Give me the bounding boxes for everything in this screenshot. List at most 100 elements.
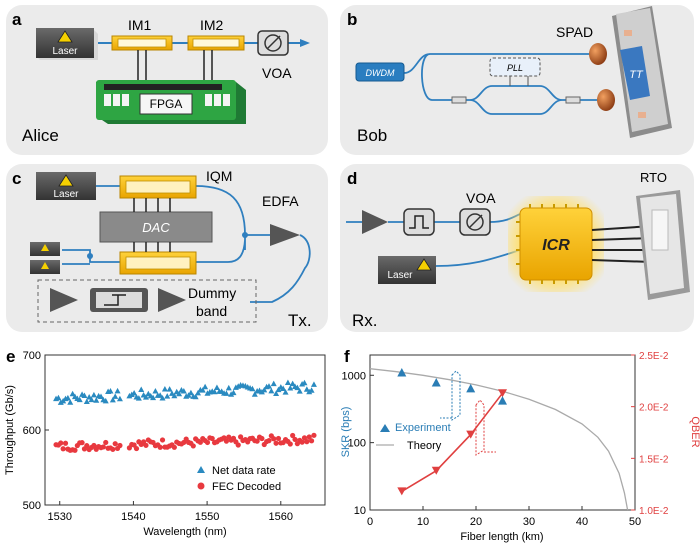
fec-point — [58, 440, 64, 446]
x-tick-label: 10 — [417, 516, 429, 528]
fec-point — [204, 439, 211, 446]
y2-tick-label: 1.5E-2 — [639, 454, 669, 465]
theory-curve — [369, 368, 629, 511]
panel-c-letter: c — [12, 169, 21, 188]
fec-point — [197, 439, 203, 445]
fec-point — [171, 444, 177, 450]
net-rate-point — [69, 390, 76, 397]
chart-f-y2label: QBER — [689, 416, 700, 447]
fec-point — [306, 434, 312, 440]
net-rate-point — [284, 379, 291, 386]
fec-point — [223, 438, 230, 444]
chart-f-xlabel: Fiber length (km) — [460, 531, 543, 543]
net-rate-point — [202, 383, 209, 390]
panel-e-letter: e — [6, 347, 15, 366]
experiment-point — [397, 367, 407, 377]
dac-label: DAC — [142, 220, 170, 235]
fec-point — [209, 435, 215, 442]
amplifier-icon — [50, 288, 78, 312]
dwdm-box — [355, 62, 405, 82]
qber-line — [401, 392, 504, 493]
panel-d-letter: d — [347, 169, 357, 188]
qber-point — [466, 430, 476, 439]
net-rate-point — [159, 394, 166, 401]
net-rate-point — [296, 388, 303, 394]
amplifier-icon — [362, 210, 388, 234]
y-tick-label: 100 — [348, 438, 366, 450]
warning-icon — [41, 244, 49, 251]
qber-point — [431, 466, 441, 475]
net-rate-point — [171, 392, 178, 399]
laser-module: Laser — [36, 172, 96, 200]
voa-dial-icon — [466, 213, 484, 231]
net-rate-point — [90, 391, 97, 398]
net-rate-point — [268, 387, 275, 394]
net-rate-point — [161, 385, 168, 392]
net-rate-point — [93, 397, 100, 403]
net-rate-point — [223, 390, 230, 396]
fec-point — [79, 440, 85, 446]
fec-point — [60, 446, 66, 452]
fpga-label: FPGA — [150, 97, 183, 111]
laser-module: Laser — [378, 256, 436, 284]
panel-b-letter: b — [347, 10, 357, 29]
net-rate-point — [67, 399, 74, 405]
pll-label: PLL — [507, 63, 523, 73]
fec-point — [91, 442, 97, 449]
fec-point — [72, 447, 78, 453]
fec-point — [311, 432, 317, 438]
net-rate-point — [228, 391, 235, 397]
y-tick-label: 1000 — [342, 370, 366, 382]
x-tick-label: 1550 — [195, 511, 219, 523]
net-rate-point — [287, 385, 294, 391]
net-rate-point — [152, 388, 159, 394]
net-rate-point — [187, 389, 194, 396]
panel-c-background — [6, 164, 328, 332]
x-tick-label: 1540 — [121, 511, 145, 523]
panel-c-title: Tx. — [288, 311, 312, 330]
modulator-im1: IM1 — [111, 17, 173, 51]
legend-net-label: Net data rate — [212, 465, 276, 477]
band-label: band — [196, 303, 227, 319]
pulse-shaper-box — [403, 208, 435, 236]
coupler — [451, 96, 467, 104]
fpga-board: FPGA — [96, 80, 246, 124]
axis-indicator-left — [440, 370, 461, 421]
experiment-point — [431, 378, 441, 387]
x-tick-label: 1530 — [47, 511, 71, 523]
fec-point — [301, 435, 308, 441]
fiber-path — [346, 213, 521, 267]
net-rate-point — [225, 384, 232, 391]
spad-label: SPAD — [556, 24, 593, 40]
net-rate-point — [138, 386, 145, 392]
net-rate-point — [88, 396, 95, 403]
chart-f-legend: Experiment Theory — [376, 422, 451, 452]
chart-f-ylabel: SKR (bps) — [340, 407, 352, 458]
modulator-im2: IM2 — [187, 17, 245, 51]
dummy-label: Dummy — [188, 285, 236, 301]
net-rate-point — [294, 384, 301, 391]
net-rate-point — [135, 395, 142, 401]
im1-label: IM1 — [128, 17, 152, 33]
icr-receiver: ICR — [508, 196, 604, 292]
fiber-junction — [242, 232, 248, 238]
net-rate-point — [114, 387, 121, 394]
dummy-band-box: Dummy band — [37, 279, 257, 323]
coupler — [565, 96, 581, 104]
net-rate-point — [213, 384, 220, 390]
legend-experiment-label: Experiment — [395, 422, 451, 434]
legend-circle-icon — [197, 482, 205, 490]
tt-label: TT — [629, 69, 644, 81]
experiment-point — [498, 396, 507, 405]
fec-point — [235, 442, 241, 448]
fec-point — [143, 442, 149, 448]
net-rate-point — [230, 389, 237, 396]
laser-label: Laser — [52, 46, 78, 57]
net-rate-point — [310, 381, 317, 387]
fec-point — [110, 446, 116, 452]
dwdm-label: DWDM — [366, 68, 395, 78]
fec-point — [157, 444, 163, 450]
qber-point — [498, 389, 507, 398]
fec-point — [299, 439, 305, 445]
